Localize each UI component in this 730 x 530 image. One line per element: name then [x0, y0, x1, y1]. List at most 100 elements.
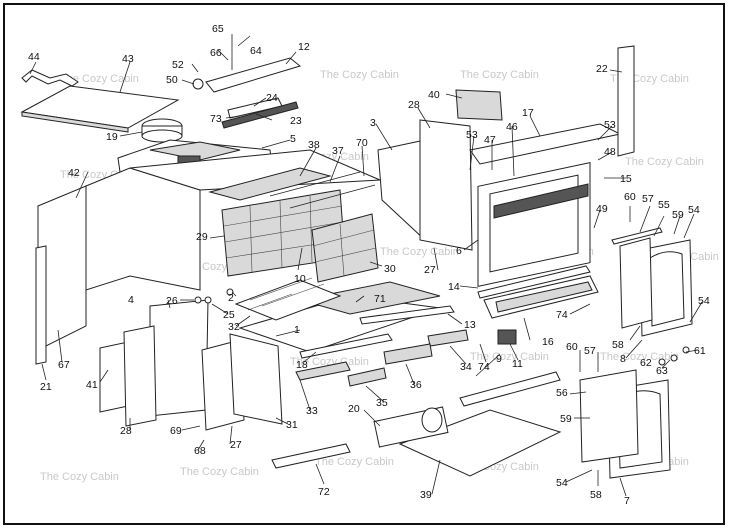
callout-8: 8 — [620, 353, 626, 365]
callout-52: 52 — [172, 59, 184, 71]
callout-67: 67 — [58, 359, 70, 371]
callout-40: 40 — [428, 89, 440, 101]
part-30 — [311, 213, 379, 283]
callout-54-mid: 54 — [698, 295, 710, 307]
watermark: The Cozy Cabin — [60, 73, 139, 85]
watermark: The Cozy Cabin — [40, 471, 119, 483]
parts — [20, 34, 693, 479]
callout-49: 49 — [596, 203, 608, 215]
part-35 — [347, 367, 387, 387]
callout-59-upper: 59 — [672, 209, 684, 221]
part-61 — [682, 346, 690, 354]
part-56 — [579, 369, 639, 463]
callout-64: 64 — [250, 45, 262, 57]
callout-21: 21 — [40, 381, 52, 393]
watermark: The Cozy Cabin — [625, 156, 704, 168]
callout-23: 23 — [290, 115, 302, 127]
part-39 — [398, 409, 562, 477]
callout-35: 35 — [376, 397, 388, 409]
callout-54-top: 54 — [688, 204, 700, 216]
part-31 — [229, 333, 283, 425]
part-62 — [670, 354, 678, 362]
callout-16: 16 — [542, 336, 554, 348]
callout-63: 63 — [656, 365, 668, 377]
callout-74-lower: 74 — [478, 361, 490, 373]
callout-24: 24 — [266, 92, 278, 104]
part-34 — [427, 329, 469, 347]
callout-60-upper: 60 — [624, 191, 636, 203]
callout-28-lower: 28 — [120, 425, 132, 437]
callout-27-upper: 27 — [424, 264, 436, 276]
callout-19: 19 — [106, 131, 118, 143]
callout-12: 12 — [298, 41, 310, 53]
part-13 — [359, 305, 455, 325]
callout-2: 2 — [228, 292, 234, 304]
part-59-upper — [619, 237, 653, 329]
callout-38: 38 — [308, 139, 320, 151]
callout-73: 73 — [210, 113, 222, 125]
callout-42: 42 — [68, 167, 80, 179]
callout-28-upper: 28 — [408, 99, 420, 111]
callout-4: 4 — [128, 294, 134, 306]
callout-47: 47 — [484, 134, 496, 146]
callout-39: 39 — [420, 489, 432, 501]
callout-62: 62 — [640, 357, 652, 369]
callout-30: 30 — [384, 263, 396, 275]
part-37 — [269, 171, 361, 197]
callout-56: 56 — [556, 387, 568, 399]
part-4 — [149, 299, 209, 417]
watermark: The Cozy Cabin — [460, 69, 539, 81]
part-41 — [99, 341, 129, 413]
callout-27-lower: 27 — [230, 439, 242, 451]
watermark: The Cozy Cabin — [315, 456, 394, 468]
callout-1: 1 — [294, 324, 300, 336]
part-50 — [192, 78, 204, 90]
callout-9: 9 — [496, 353, 502, 365]
callout-14: 14 — [448, 281, 460, 293]
callout-22: 22 — [596, 63, 608, 75]
callout-66: 66 — [210, 47, 222, 59]
part-28-upper — [419, 119, 473, 251]
callout-leaders — [29, 35, 703, 497]
callout-7: 7 — [624, 495, 630, 507]
callout-26: 26 — [166, 295, 178, 307]
callout-20: 20 — [348, 403, 360, 415]
part-70 — [289, 184, 376, 209]
callout-25: 25 — [223, 309, 235, 321]
callout-13: 13 — [464, 319, 476, 331]
callout-53-right: 53 — [604, 119, 616, 131]
part-2 — [226, 288, 234, 296]
callout-15: 15 — [620, 173, 632, 185]
callout-58-lower: 58 — [590, 489, 602, 501]
watermark: The Cozy Cabin — [180, 466, 259, 478]
callout-41: 41 — [86, 379, 98, 391]
callout-3: 3 — [370, 117, 376, 129]
callout-29: 29 — [196, 231, 208, 243]
part-25 — [204, 296, 212, 304]
part-22 — [617, 45, 635, 157]
callout-11: 11 — [512, 358, 523, 370]
part-40 — [455, 89, 503, 121]
callout-34: 34 — [460, 361, 472, 373]
part-18 — [299, 333, 393, 359]
part-32 — [234, 279, 342, 321]
callout-6: 6 — [456, 245, 462, 257]
part-12 — [205, 57, 302, 93]
watermark: The Cozy Cabin — [470, 351, 549, 363]
callout-74-upper: 74 — [556, 309, 568, 321]
callout-54-bottom: 54 — [556, 477, 568, 489]
callout-71: 71 — [374, 293, 386, 305]
callout-72: 72 — [318, 486, 330, 498]
callout-37: 37 — [332, 145, 344, 157]
firebox-body — [85, 167, 201, 291]
callout-69: 69 — [170, 425, 182, 437]
part-63 — [658, 358, 666, 366]
callout-43: 43 — [122, 53, 134, 65]
callout-5: 5 — [290, 133, 296, 145]
callout-65: 65 — [212, 23, 224, 35]
callout-31: 31 — [286, 419, 298, 431]
part-11 — [497, 329, 517, 345]
callout-17: 17 — [522, 107, 534, 119]
part-72 — [271, 443, 351, 469]
